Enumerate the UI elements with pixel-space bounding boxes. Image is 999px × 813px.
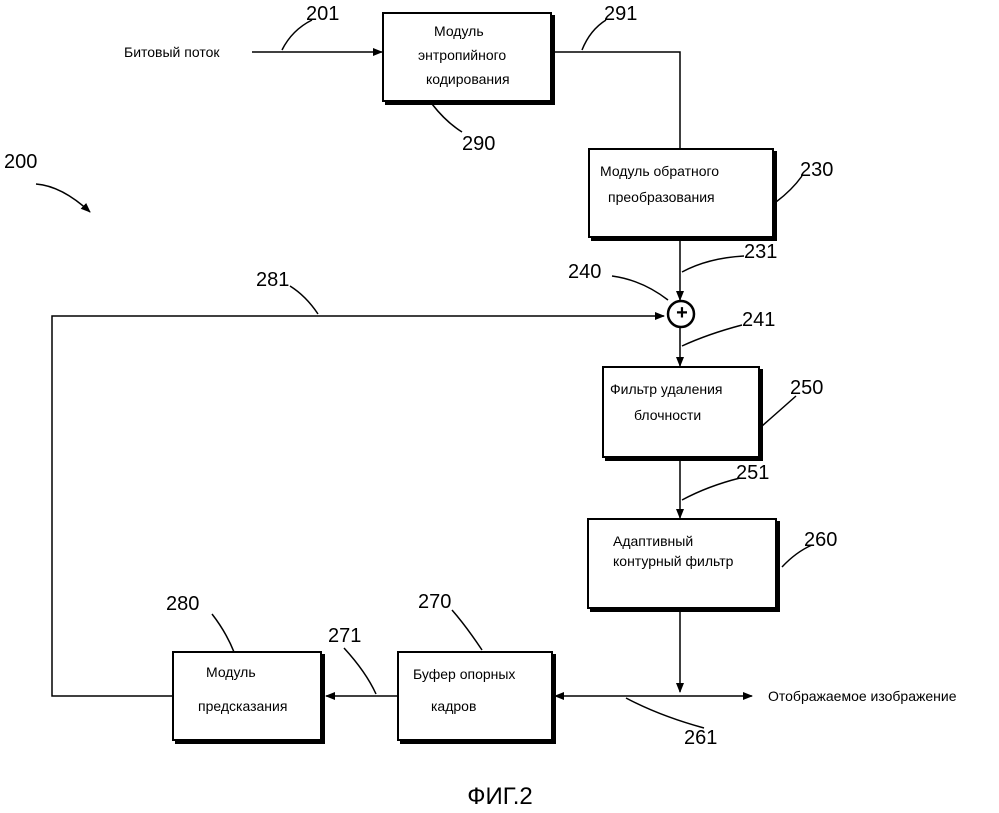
block-label: кадров xyxy=(431,696,476,716)
leader-251 xyxy=(682,478,740,500)
figure-caption: ФИГ.2 xyxy=(440,784,560,810)
ref-entropy-block: 290 xyxy=(462,134,495,154)
ref-alf-block: 260 xyxy=(804,530,837,550)
reference-frame-buffer-block: Буфер опорных кадров xyxy=(397,651,553,741)
ref-buffer-block: 270 xyxy=(418,592,451,612)
inverse-transform-block: Модуль обратного преобразования xyxy=(588,148,774,238)
ref-inverse-out: 231 xyxy=(744,242,777,262)
entropy-to-inverse-line xyxy=(552,52,680,148)
ref-deblock-block: 250 xyxy=(790,378,823,398)
entropy-decoding-block: Модуль энтропийного кодирования xyxy=(382,12,552,102)
block-label: Модуль обратного xyxy=(600,161,719,181)
leader-240 xyxy=(612,276,668,300)
block-label: Адаптивный xyxy=(613,531,693,551)
ref-predict-block: 280 xyxy=(166,594,199,614)
ref-entropy-out: 291 xyxy=(604,4,637,24)
input-label: Битовый поток xyxy=(124,43,219,61)
ref-deblock-out: 251 xyxy=(736,463,769,483)
block-label: Модуль xyxy=(206,662,256,682)
ref-alf-out: 261 xyxy=(684,728,717,748)
leader-250 xyxy=(762,396,796,426)
ref-predict-out: 281 xyxy=(256,270,289,290)
ref-inverse-block: 230 xyxy=(800,160,833,180)
block-label: Модуль xyxy=(434,21,484,41)
block-label: кодирования xyxy=(426,69,510,89)
output-label: Отображаемое изображение xyxy=(768,687,957,705)
leader-241 xyxy=(682,325,742,346)
leader-271 xyxy=(344,648,376,694)
leader-281 xyxy=(290,286,318,314)
block-label: Буфер опорных xyxy=(413,664,515,684)
leader-270 xyxy=(452,610,482,650)
leader-230 xyxy=(776,176,802,202)
ref-summer: 240 xyxy=(568,262,601,282)
block-label: энтропийного xyxy=(418,45,506,65)
leader-280 xyxy=(212,614,234,652)
block-label: преобразования xyxy=(608,187,715,207)
leader-291 xyxy=(582,20,606,50)
ref-buffer-out: 271 xyxy=(328,626,361,646)
leader-261 xyxy=(626,698,704,728)
leader-200 xyxy=(36,184,90,212)
deblocking-filter-block: Фильтр удаления блочности xyxy=(602,366,760,458)
block-label: контурный фильтр xyxy=(613,551,733,571)
leader-231 xyxy=(682,256,744,272)
block-label: предсказания xyxy=(198,696,287,716)
leader-290 xyxy=(432,104,462,132)
prediction-block: Модуль предсказания xyxy=(172,651,322,741)
block-label: Фильтр удаления xyxy=(610,379,723,399)
ref-system: 200 xyxy=(4,152,37,172)
adaptive-loop-filter-block: Адаптивный контурный фильтр xyxy=(587,518,777,609)
summer-plus-sign: + xyxy=(672,302,692,324)
ref-summer-out: 241 xyxy=(742,310,775,330)
block-label: блочности xyxy=(634,405,701,425)
ref-bitstream: 201 xyxy=(306,4,339,24)
